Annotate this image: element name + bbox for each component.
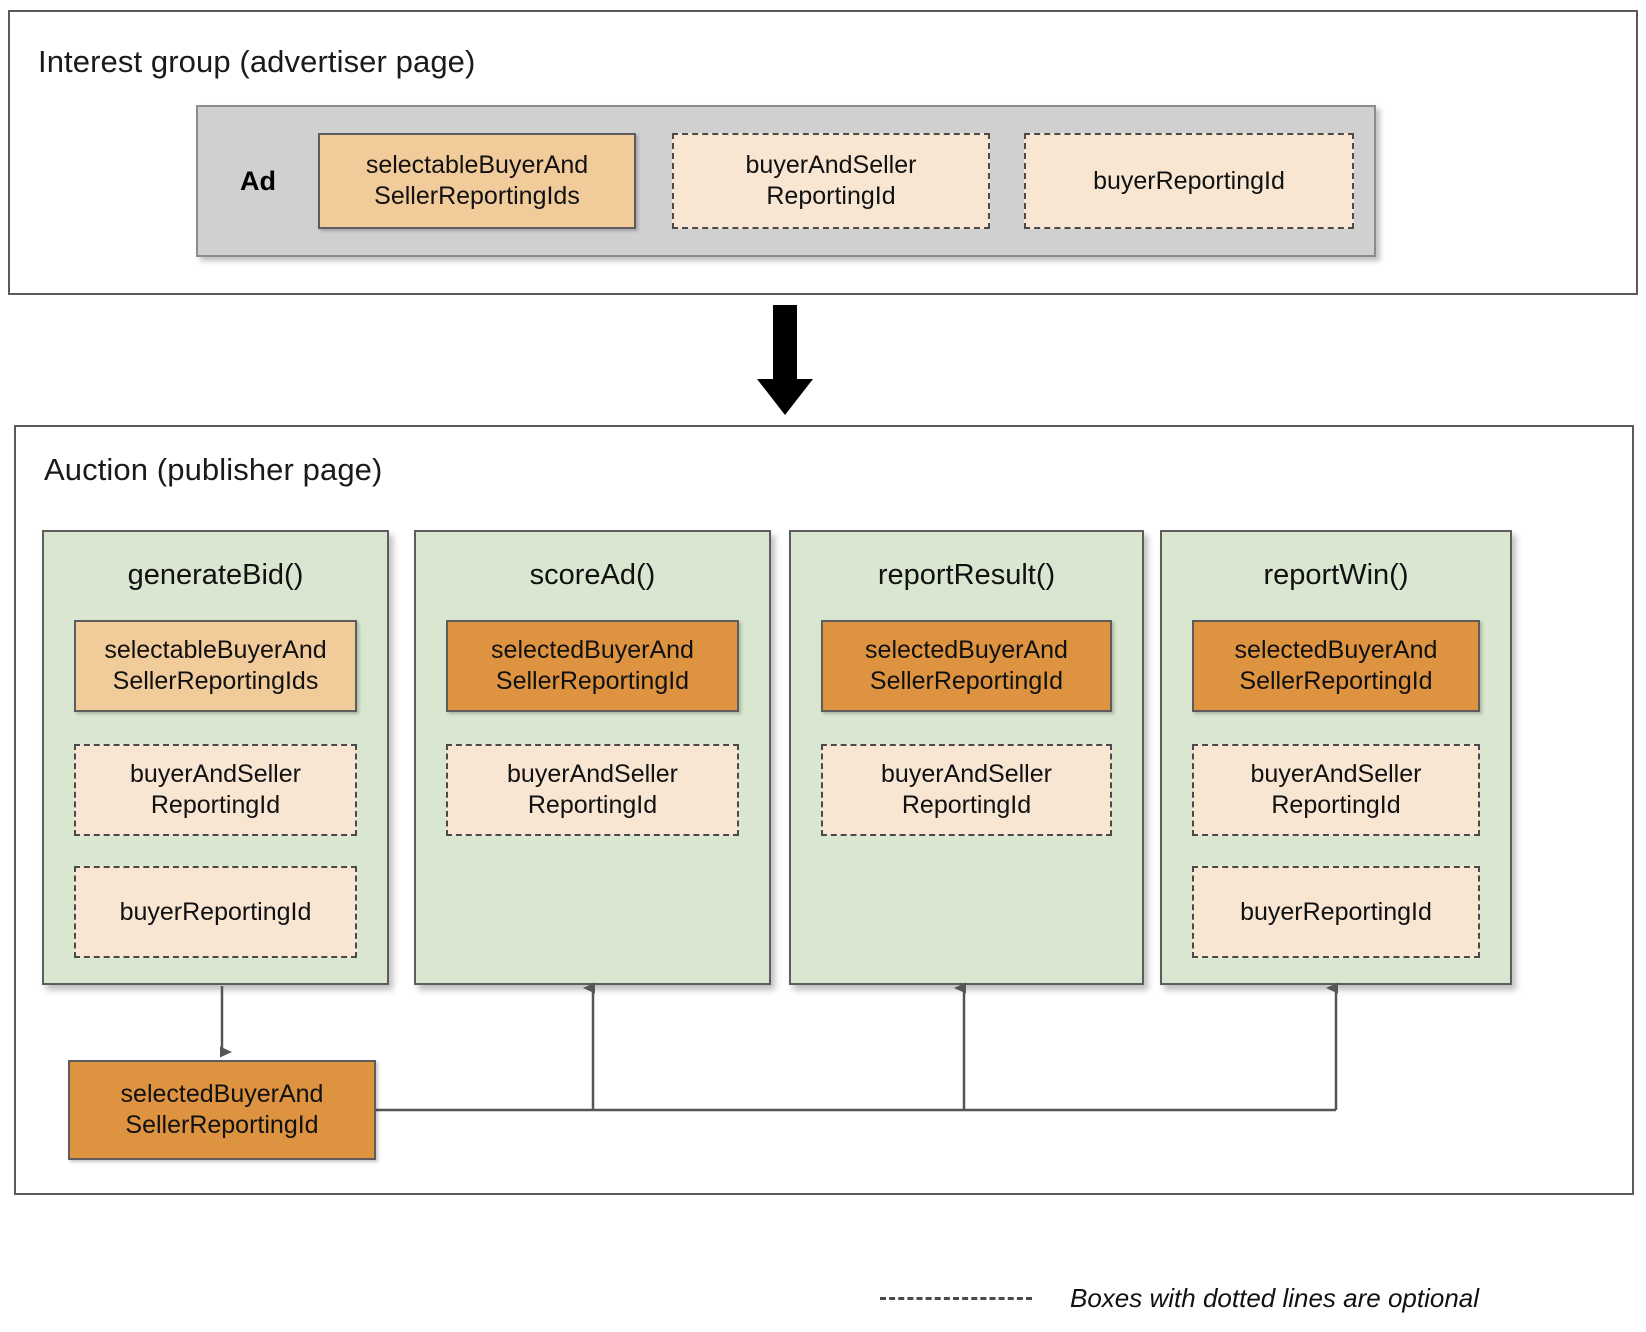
section-interest-group: Interest group (advertiser page) Ad sele… bbox=[8, 10, 1638, 295]
field-box-buyer-reporting-id: buyerReportingId bbox=[74, 866, 357, 958]
function-column-reportwin: reportWin() selectedBuyerAnd SellerRepor… bbox=[1160, 530, 1512, 985]
field-box-buyer-reporting-id: buyerReportingId bbox=[1192, 866, 1480, 958]
field-box-buyer-and-seller-reporting-id: buyerAndSeller ReportingId bbox=[446, 744, 739, 836]
ad-label: Ad bbox=[240, 165, 276, 196]
field-box-buyer-and-seller-reporting-id: buyerAndSeller ReportingId bbox=[821, 744, 1112, 836]
field-box-buyer-and-seller-reporting-id: buyerAndSeller ReportingId bbox=[672, 133, 990, 229]
field-box-buyer-and-seller-reporting-id: buyerAndSeller ReportingId bbox=[1192, 744, 1480, 836]
legend: Boxes with dotted lines are optional bbox=[880, 1278, 1590, 1318]
field-box-selected-buyer-and-seller-reporting-id: selectedBuyerAnd SellerReportingId bbox=[446, 620, 739, 712]
field-box-selected-buyer-and-seller-reporting-id: selectedBuyerAnd SellerReportingId bbox=[821, 620, 1112, 712]
legend-label: Boxes with dotted lines are optional bbox=[1070, 1282, 1480, 1313]
flow-down-arrow-icon bbox=[757, 305, 813, 415]
field-box-selectable-buyer-and-seller-reporting-ids: selectableBuyerAnd SellerReportingIds bbox=[318, 133, 636, 229]
ad-container: Ad selectableBuyerAnd SellerReportingIds… bbox=[196, 105, 1376, 257]
function-name-reportwin: reportWin() bbox=[1263, 559, 1409, 591]
function-column-generatebid: generateBid() selectableBuyerAnd SellerR… bbox=[42, 530, 389, 985]
function-column-reportresult: reportResult() selectedBuyerAnd SellerRe… bbox=[789, 530, 1144, 985]
field-box-buyer-and-seller-reporting-id: buyerAndSeller ReportingId bbox=[74, 744, 357, 836]
function-name-generatebid: generateBid() bbox=[127, 559, 304, 591]
function-column-scoread: scoreAd() selectedBuyerAnd SellerReporti… bbox=[414, 530, 771, 985]
legend-dashed-line-icon bbox=[880, 1296, 1032, 1300]
section-title-auction: Auction (publisher page) bbox=[44, 452, 383, 487]
output-box-selected-buyer-and-seller-reporting-id: selectedBuyerAnd SellerReportingId bbox=[68, 1060, 376, 1160]
field-box-selected-buyer-and-seller-reporting-id: selectedBuyerAnd SellerReportingId bbox=[1192, 620, 1480, 712]
field-box-buyer-reporting-id: buyerReportingId bbox=[1024, 133, 1354, 229]
section-title-interest-group: Interest group (advertiser page) bbox=[38, 44, 476, 79]
function-name-reportresult: reportResult() bbox=[877, 559, 1056, 591]
function-name-scoread: scoreAd() bbox=[529, 559, 656, 591]
field-box-selectable-buyer-and-seller-reporting-ids: selectableBuyerAnd SellerReportingIds bbox=[74, 620, 357, 712]
